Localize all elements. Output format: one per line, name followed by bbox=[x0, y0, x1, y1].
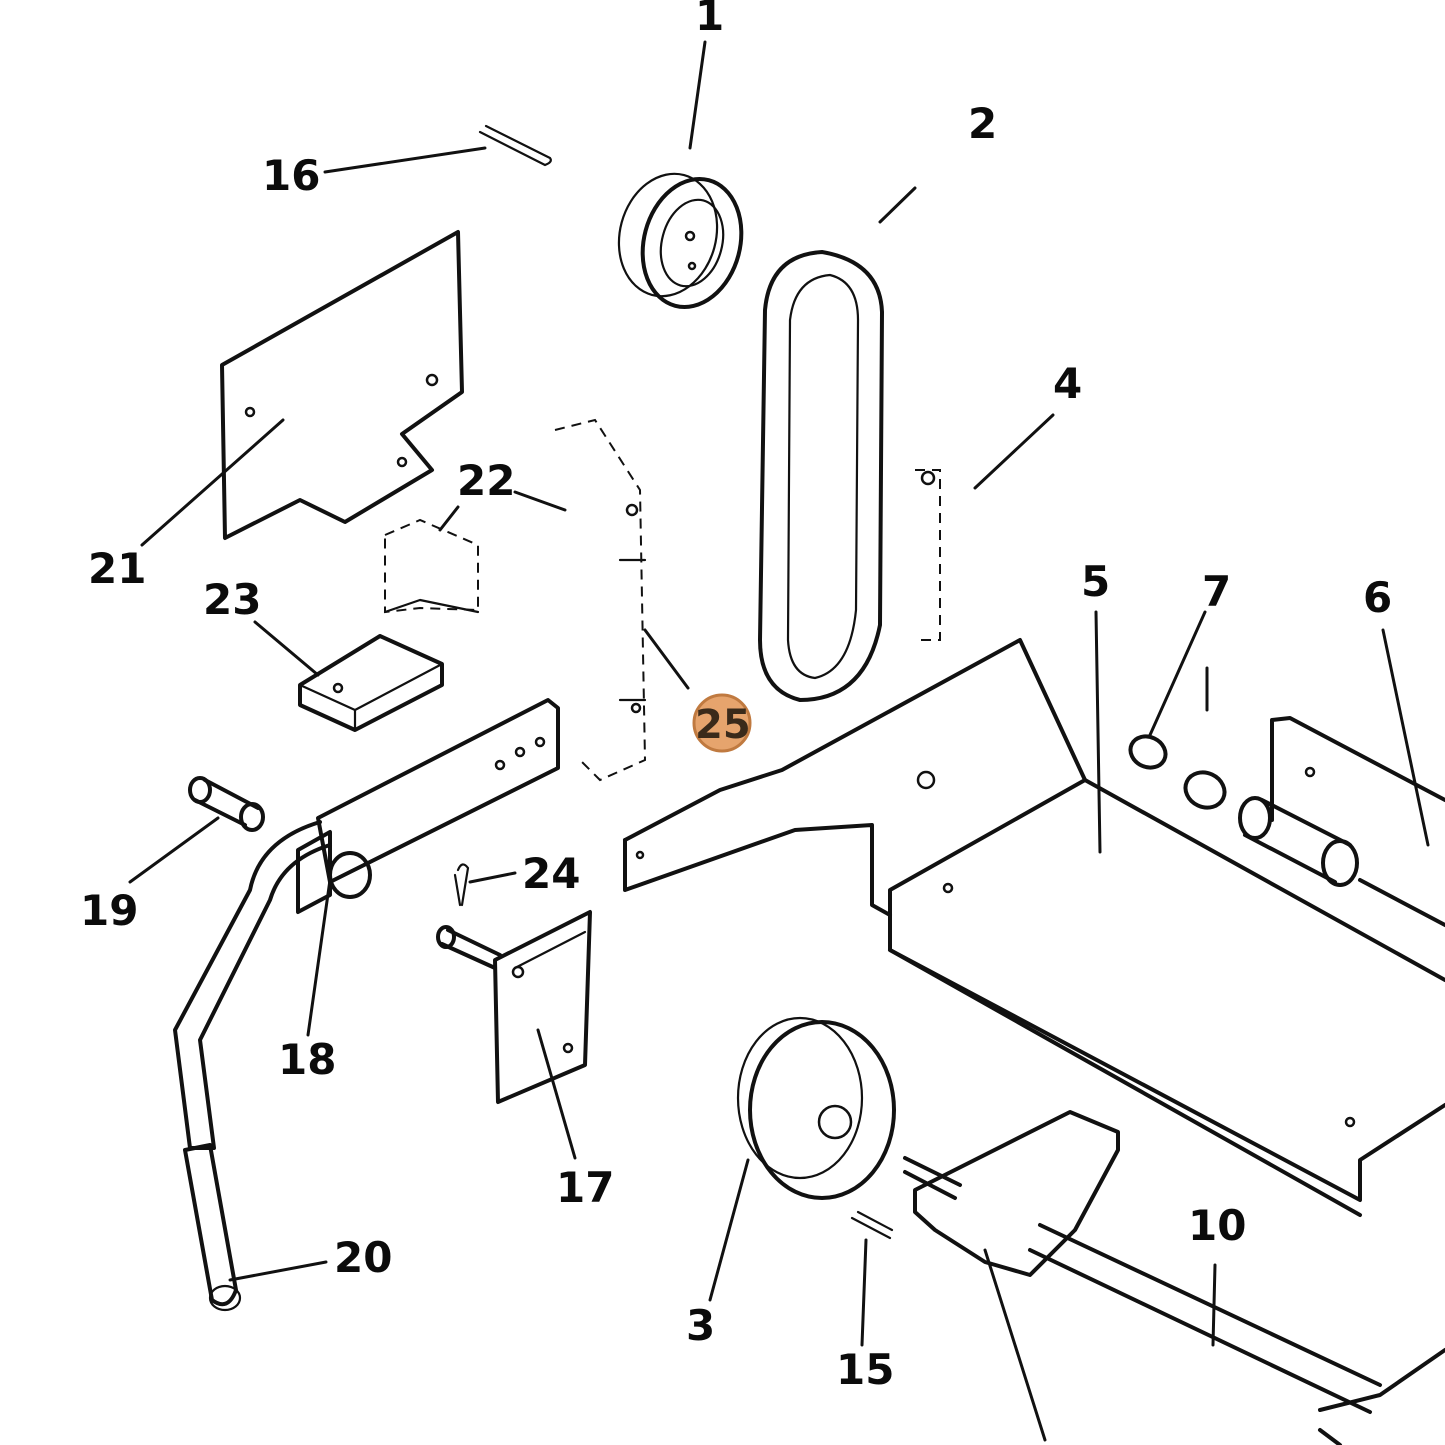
callout-5[interactable]: 5 bbox=[1081, 557, 1110, 606]
part-10-axle bbox=[903, 1110, 1445, 1445]
leader-16 bbox=[323, 146, 487, 174]
part-15-pin bbox=[850, 1210, 894, 1240]
callout-22[interactable]: 22 bbox=[457, 456, 515, 505]
leader-21 bbox=[140, 418, 285, 547]
callout-18[interactable]: 18 bbox=[278, 1035, 336, 1084]
leader-2 bbox=[878, 186, 917, 224]
callout-1[interactable]: 1 bbox=[695, 0, 724, 40]
callout-25[interactable]: 25 bbox=[695, 702, 751, 748]
part-16-pin bbox=[478, 124, 552, 167]
part-4-bracket bbox=[915, 469, 941, 641]
leader-23 bbox=[253, 620, 320, 677]
leader-15 bbox=[860, 1238, 868, 1347]
callout-10[interactable]: 10 bbox=[1188, 1201, 1246, 1250]
leader-19 bbox=[128, 816, 220, 884]
leader-20 bbox=[228, 1260, 328, 1282]
callout-3[interactable]: 3 bbox=[686, 1301, 715, 1350]
leader-22a bbox=[513, 490, 567, 512]
callout-23[interactable]: 23 bbox=[203, 575, 261, 624]
part-3-wheel bbox=[736, 1016, 896, 1200]
callout-25-highlight[interactable] bbox=[692, 693, 752, 753]
part-1-pulley bbox=[617, 172, 744, 310]
part-roller bbox=[1238, 796, 1359, 887]
leader-18 bbox=[306, 878, 332, 1037]
part-24-cotter-pin bbox=[453, 863, 470, 907]
part-18-pivot bbox=[296, 830, 372, 914]
leader-17 bbox=[536, 1028, 577, 1160]
leader-25 bbox=[643, 628, 690, 690]
leader-22b bbox=[438, 505, 460, 532]
part-21-panel bbox=[220, 230, 464, 540]
callout-24[interactable]: 24 bbox=[522, 849, 580, 898]
part-handle-bar bbox=[173, 820, 332, 1312]
leader-lower bbox=[983, 1248, 1047, 1442]
leader-lines bbox=[128, 40, 1430, 1442]
part-7-bushings bbox=[1128, 734, 1227, 810]
part-19-bushing bbox=[188, 776, 265, 832]
part-5-frame bbox=[623, 638, 1445, 1217]
part-25-post bbox=[554, 418, 647, 782]
callout-6[interactable]: 6 bbox=[1363, 573, 1392, 622]
part-6-side-plate bbox=[1270, 716, 1445, 927]
leader-24 bbox=[468, 871, 517, 884]
part-22-bracket bbox=[383, 518, 480, 614]
callout-labels: 1 2 3 4 5 6 7 10 15 16 17 18 19 20 21 22… bbox=[80, 0, 1392, 1394]
callout-19[interactable]: 19 bbox=[80, 886, 138, 935]
leader-5 bbox=[1094, 610, 1102, 854]
leader-6 bbox=[1381, 628, 1430, 847]
callout-7[interactable]: 7 bbox=[1202, 567, 1231, 616]
leader-4 bbox=[973, 413, 1055, 490]
part-17-plate bbox=[436, 910, 592, 1104]
callout-21[interactable]: 21 bbox=[88, 544, 146, 593]
leader-7a bbox=[1148, 610, 1207, 737]
leader-3 bbox=[708, 1158, 750, 1302]
leader-10 bbox=[1211, 1263, 1217, 1347]
leader-1 bbox=[688, 40, 707, 150]
callout-20[interactable]: 20 bbox=[334, 1233, 392, 1282]
callout-15[interactable]: 15 bbox=[836, 1345, 894, 1394]
part-23-block bbox=[298, 634, 444, 732]
callout-2[interactable]: 2 bbox=[968, 99, 997, 148]
callout-17[interactable]: 17 bbox=[556, 1163, 614, 1212]
callout-4[interactable]: 4 bbox=[1053, 359, 1082, 408]
callout-16[interactable]: 16 bbox=[262, 151, 320, 200]
part-2-belt bbox=[758, 250, 884, 702]
